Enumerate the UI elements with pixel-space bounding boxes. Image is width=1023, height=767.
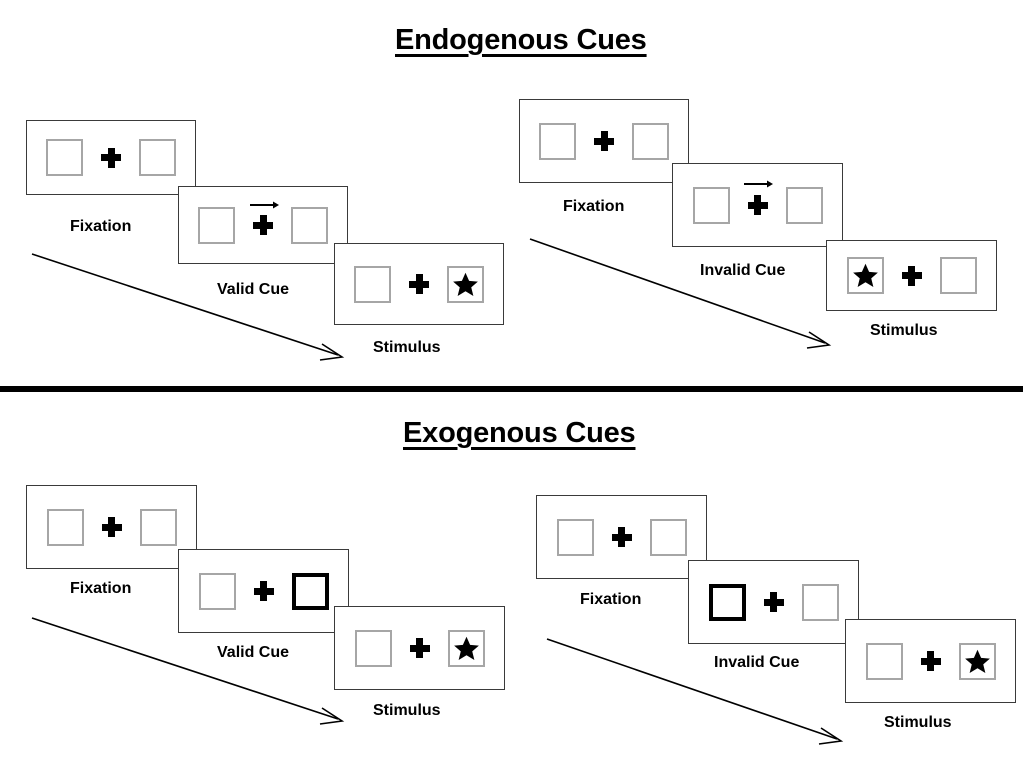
star-icon <box>852 263 878 287</box>
placeholder-box-right <box>785 186 823 224</box>
placeholder-box-right-target <box>958 642 996 680</box>
placeholder-box-right <box>632 122 669 160</box>
plus-icon <box>594 131 614 151</box>
placeholder-box-left <box>865 642 903 680</box>
plus-icon <box>611 527 632 547</box>
frame-exogenous-invalid-stimulus[interactable] <box>845 619 1016 703</box>
frame-endogenous-invalid-stimulus[interactable] <box>826 240 997 311</box>
plus-icon <box>101 517 122 537</box>
frame-content <box>179 187 347 263</box>
placeholder-box-left-cued <box>708 583 746 621</box>
label-exogenous-invalid-stimulus: Stimulus <box>884 714 952 731</box>
label-endogenous-invalid-fixation: Fixation <box>563 198 625 215</box>
diagonal-arrow-icon-endogenous-invalid <box>529 238 832 349</box>
placeholder-box-right-target <box>447 629 485 667</box>
frame-content <box>673 164 842 246</box>
frame-endogenous-invalid-fixation[interactable] <box>519 99 689 183</box>
placeholder-box-right <box>649 518 687 556</box>
frame-endogenous-valid-fixation[interactable] <box>26 120 196 195</box>
plus-icon <box>253 215 273 235</box>
label-exogenous-valid-cue: Valid Cue <box>217 644 290 661</box>
plus-icon <box>409 638 430 658</box>
frame-content <box>27 486 196 568</box>
frame-exogenous-valid-stimulus[interactable] <box>334 606 505 690</box>
placeholder-box-left <box>692 186 730 224</box>
diagonal-arrow-icon-exogenous-invalid <box>546 638 844 745</box>
frame-endogenous-invalid-cue[interactable] <box>672 163 843 247</box>
label-exogenous-valid-stimulus: Stimulus <box>373 702 441 719</box>
placeholder-box-right <box>939 257 977 294</box>
star-icon <box>453 636 479 660</box>
placeholder-box-right <box>139 508 177 546</box>
plus-icon <box>747 195 768 215</box>
plus-icon <box>763 592 784 612</box>
placeholder-box-left <box>556 518 594 556</box>
plus-icon <box>901 265 922 286</box>
label-endogenous-valid-cue: Valid Cue <box>217 281 290 298</box>
frame-content <box>179 550 348 632</box>
section-title-endogenous: Endogenous Cues <box>395 24 647 56</box>
placeholder-box-right <box>291 206 328 244</box>
frame-content <box>689 561 858 643</box>
frame-content <box>27 121 195 194</box>
frame-exogenous-valid-fixation[interactable] <box>26 485 197 569</box>
plus-icon <box>101 147 121 168</box>
placeholder-box-left <box>354 265 391 303</box>
label-endogenous-valid-stimulus: Stimulus <box>373 339 441 356</box>
section-title-exogenous: Exogenous Cues <box>403 417 636 449</box>
label-endogenous-valid-fixation: Fixation <box>70 218 132 235</box>
placeholder-box-right <box>139 139 176 176</box>
section-divider <box>0 386 1023 392</box>
label-exogenous-valid-fixation: Fixation <box>70 580 132 597</box>
plus-icon <box>920 651 941 671</box>
frame-endogenous-valid-stimulus[interactable] <box>334 243 504 325</box>
frame-exogenous-invalid-fixation[interactable] <box>536 495 707 579</box>
label-endogenous-invalid-cue: Invalid Cue <box>700 262 786 279</box>
star-icon <box>964 649 990 673</box>
placeholder-box-left <box>539 122 576 160</box>
frame-endogenous-valid-cue[interactable] <box>178 186 348 264</box>
placeholder-box-left <box>46 139 83 176</box>
placeholder-box-left <box>198 206 235 244</box>
frame-content <box>846 620 1015 702</box>
star-icon <box>453 272 478 296</box>
frame-content <box>827 241 996 310</box>
placeholder-box-right-target <box>447 265 484 303</box>
placeholder-box-right-cued <box>291 572 329 610</box>
placeholder-box-left-target <box>846 257 884 294</box>
frame-content <box>520 100 688 182</box>
frame-content <box>335 244 503 324</box>
placeholder-box-right <box>801 583 839 621</box>
frame-content <box>335 607 504 689</box>
placeholder-box-left <box>46 508 84 546</box>
plus-icon <box>409 274 429 294</box>
frame-exogenous-invalid-cue[interactable] <box>688 560 859 644</box>
label-exogenous-invalid-fixation: Fixation <box>580 591 642 608</box>
frame-content <box>537 496 706 578</box>
label-exogenous-invalid-cue: Invalid Cue <box>714 654 800 671</box>
frame-exogenous-valid-cue[interactable] <box>178 549 349 633</box>
placeholder-box-left <box>354 629 392 667</box>
plus-icon <box>253 581 274 601</box>
placeholder-box-left <box>198 572 236 610</box>
label-endogenous-invalid-stimulus: Stimulus <box>870 322 938 339</box>
diagonal-arrow-icon-endogenous-valid <box>31 253 345 361</box>
